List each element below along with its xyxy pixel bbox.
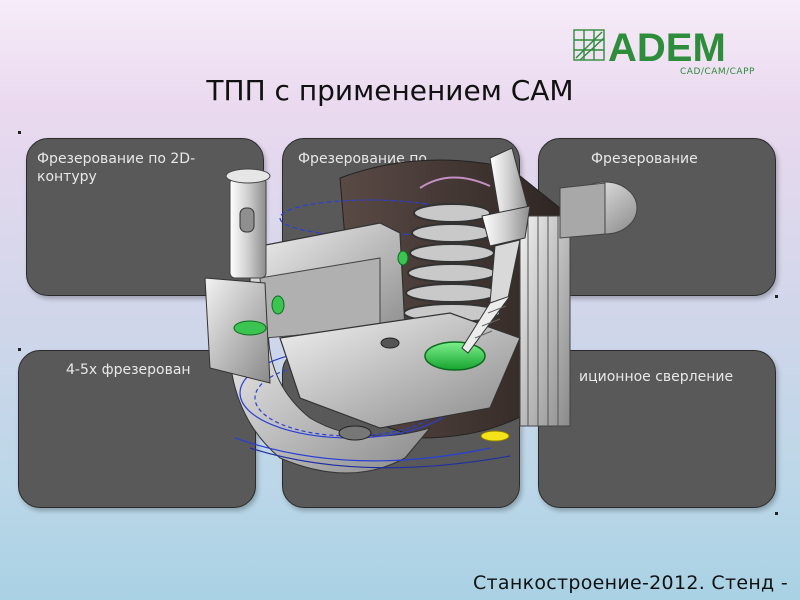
grid-dot bbox=[18, 131, 21, 134]
card-label: Фрезерование по 2D-контуру bbox=[37, 151, 196, 185]
card-label: 4-5х фрезерован bbox=[66, 362, 191, 378]
card-2d-contour-milling: Фрезерование по 2D-контуру bbox=[26, 138, 264, 296]
grid-dot bbox=[18, 348, 21, 351]
card-positional-drilling: иционное сверление bbox=[538, 350, 776, 508]
card-label: иционное сверление bbox=[579, 369, 734, 385]
grid-dot bbox=[775, 512, 778, 515]
adem-emblem-icon: ADEM bbox=[573, 26, 726, 66]
machined-part-illustration bbox=[190, 138, 640, 498]
card-4-5-axis-milling: 4-5х фрезерован bbox=[18, 350, 256, 508]
slide-title: ТПП с применением CAM bbox=[206, 74, 574, 107]
footer-caption: Станкостроение-2012. Стенд - bbox=[472, 572, 788, 594]
adem-logo: ADEM CAD/CAM/CAPP bbox=[572, 26, 772, 86]
card-label: Фрезерование bbox=[591, 151, 698, 167]
machined-part-toolpath-illustration-icon bbox=[204, 147, 638, 474]
logo-wordmark: ADEM bbox=[608, 26, 726, 66]
logo-tagline: CAD/CAM/CAPP bbox=[680, 67, 755, 77]
grid-dot bbox=[775, 295, 778, 298]
card-label: Фрезерование по bbox=[298, 151, 427, 167]
